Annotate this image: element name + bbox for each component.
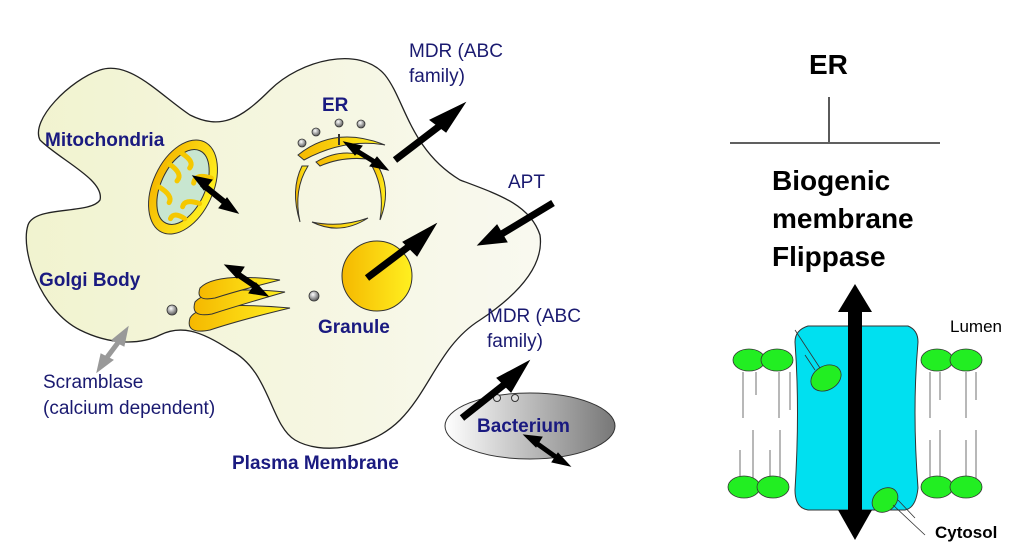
label-scramblase-line2: (calcium dependent) [43,398,215,419]
right-title-er: ER [809,49,848,80]
mdr-top-arrow [392,101,467,163]
label-lumen: Lumen [950,317,1002,336]
label-bacterium: Bacterium [477,416,570,437]
label-mdr-top-line2: family) [409,66,465,87]
flippase-arrow [838,284,872,540]
label-cytosol: Cytosol [935,523,997,542]
label-mdr-bottom-line1: MDR (ABC [487,306,581,327]
label-mitochondria: Mitochondria [45,130,165,151]
right-subtitle-line1: Biogenic [772,165,890,196]
arrows [191,101,572,467]
mito-transport-arrow [191,175,240,214]
plasma-membrane [25,58,542,449]
er-organelle [295,118,386,229]
lipid-heads [727,348,983,513]
golgi-transport-arrow [223,264,270,297]
label-golgi-body: Golgi Body [39,270,141,291]
label-apt: APT [508,172,545,193]
right-subtitle-line3: Flippase [772,241,886,272]
cell [25,58,542,449]
granule-arrow [364,222,438,281]
bacterium [444,392,616,460]
label-granule: Granule [318,317,390,338]
label-mdr-top-line1: MDR (ABC [409,41,503,62]
bacterium-transport-arrow [522,434,572,467]
apt-arrow [476,200,555,246]
label-mdr-bottom-line2: family) [487,331,543,352]
label-plasma-membrane: Plasma Membrane [232,453,399,474]
bound-lipid-tails [794,329,926,536]
mitochondria [148,139,218,235]
er-transport-arrow [342,141,390,171]
label-er: ER [322,95,349,116]
scramblase-arrow [96,325,129,374]
lipid-tails [739,372,977,480]
right-subtitle-line2: membrane [772,203,914,234]
bacterium-mdr-arrow [459,359,531,421]
golgi-body [166,276,320,332]
label-scramblase-line1: Scramblase [43,372,143,393]
